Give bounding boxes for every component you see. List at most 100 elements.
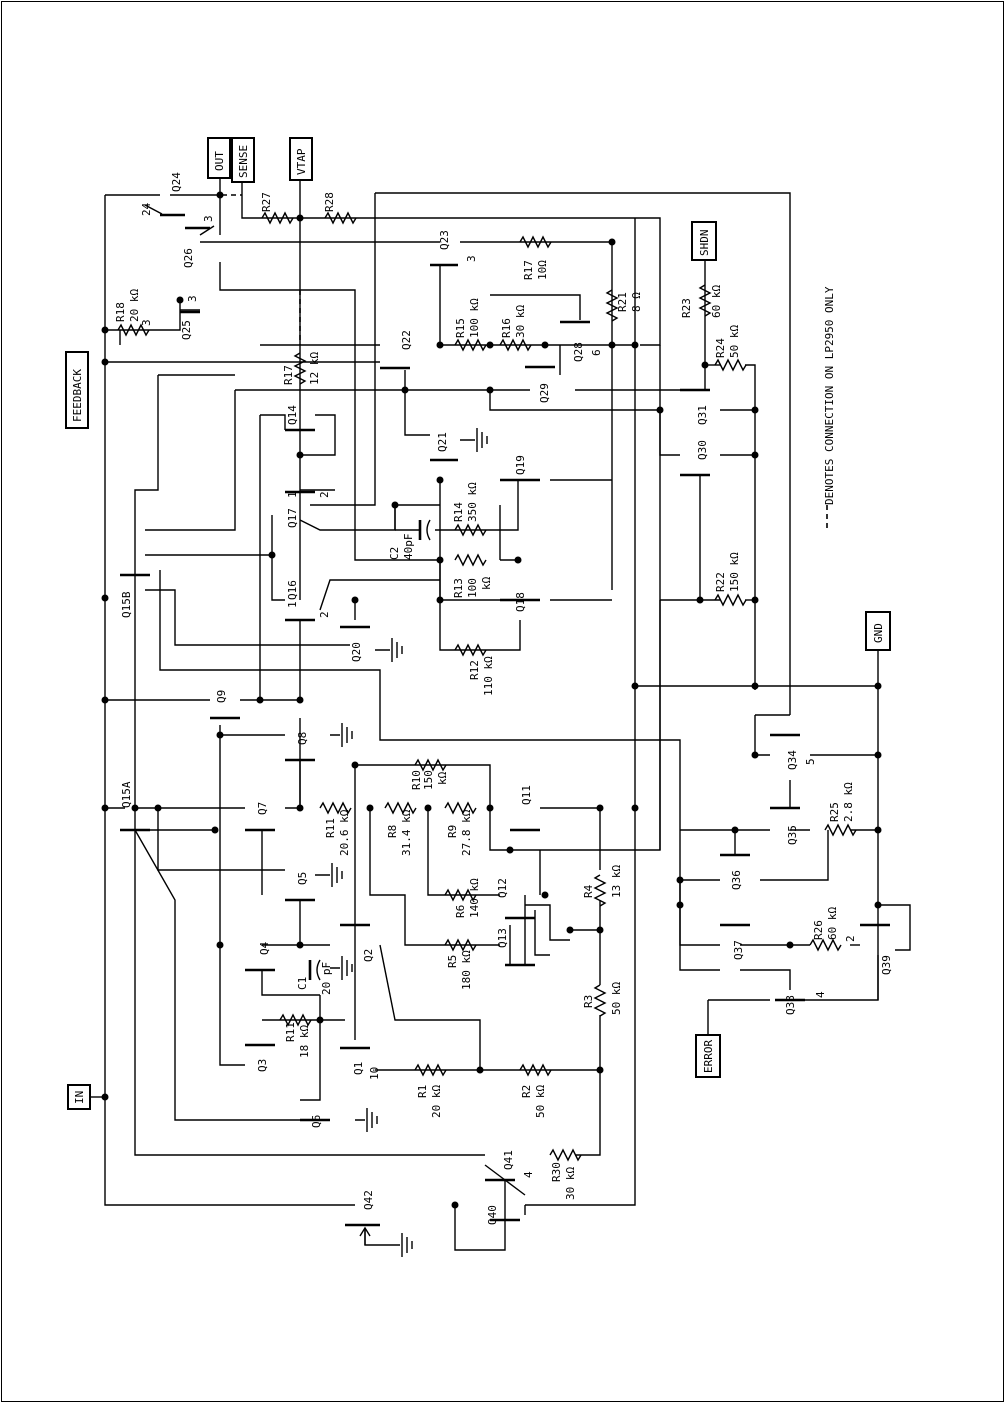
terminal-gnd: GND [865, 611, 891, 651]
svg-text:SENSE: SENSE [237, 145, 250, 178]
label-r24: R24 [714, 338, 727, 358]
label-r4-val: 13 kΩ [610, 865, 623, 898]
label-r26: R26 [812, 920, 825, 940]
label-r3-val: 50 kΩ [610, 982, 623, 1015]
label-ratio-1b: 1 [286, 601, 299, 608]
label-r10: R10 [410, 770, 423, 790]
label-r17a: R17 [282, 365, 295, 385]
label-q13: Q13 [496, 928, 509, 948]
label-r11b: R11 [284, 1022, 297, 1042]
label-ratio-1a: 1 [286, 491, 299, 498]
label-r4: R4 [582, 884, 595, 898]
terminal-shdn: SHDN [691, 221, 717, 261]
label-q2: Q2 [362, 949, 375, 962]
label-r14: R14 [452, 502, 465, 522]
terminal-feedback: FEEDBACK [65, 351, 89, 429]
label-q28: Q28 [572, 342, 585, 362]
terminal-vtap: VTAP [289, 137, 313, 181]
label-q4: Q4 [258, 941, 271, 955]
ground-symbols [315, 428, 488, 1257]
label-ratio-2c: 2 [844, 935, 857, 942]
label-r11a: R11 [324, 818, 337, 838]
terminal-in: IN [67, 1084, 91, 1110]
label-q14: Q14 [286, 405, 299, 425]
legend-note: DENOTES CONNECTION ON LP2950 ONLY [823, 286, 836, 505]
label-r6-val: 140 kΩ [468, 878, 481, 918]
transistor-labels: Q24 Q26 Q25 Q23 Q22 Q28 Q29 Q31 Q30 Q21 … [120, 172, 893, 1225]
label-r12: R12 [468, 660, 481, 680]
label-ratio-10: 10 [368, 1067, 381, 1080]
svg-text:VTAP: VTAP [295, 148, 308, 175]
label-r3: R3 [582, 995, 595, 1008]
label-r5: R5 [446, 955, 459, 968]
svg-text:GND: GND [872, 623, 885, 643]
label-r28: R28 [323, 192, 336, 212]
label-r9-val: 27.8 kΩ [460, 809, 473, 856]
label-ratio-3b: 3 [186, 295, 199, 302]
label-r2-val: 50 kΩ [534, 1085, 547, 1118]
label-r13-unit: kΩ [480, 576, 493, 590]
label-r14-val: 350 kΩ [466, 482, 479, 522]
label-q21: Q21 [436, 432, 449, 452]
label-c2-val: 40pF [402, 534, 415, 561]
svg-text:FEEDBACK: FEEDBACK [71, 369, 84, 422]
label-r11b-val: 18 kΩ [298, 1025, 311, 1058]
label-ratio-3d: 3 [465, 255, 478, 262]
component-value-labels: R27 R28 R17 10Ω R21 8 Ω R15 100 kΩ R16 3… [114, 192, 855, 1200]
label-ratio-3a: 3 [202, 215, 215, 222]
junction-dots [101, 191, 882, 1209]
terminal-out: OUT [207, 137, 231, 179]
label-r13-val: 100 [466, 578, 479, 598]
label-r13: R13 [452, 578, 465, 598]
svg-text:ERROR: ERROR [702, 1040, 715, 1073]
label-r12-val: 110 kΩ [482, 656, 495, 696]
label-q20: Q20 [350, 642, 363, 662]
label-r15: R15 [454, 318, 467, 338]
label-ratio-5: 5 [804, 758, 817, 765]
label-r21: R21 [616, 292, 629, 312]
label-r6: R6 [454, 905, 467, 918]
label-r21-val: 8 Ω [630, 292, 643, 312]
label-q8: Q8 [296, 732, 309, 745]
label-q31: Q31 [696, 405, 709, 425]
label-q38: Q38 [784, 995, 797, 1015]
label-r15-val: 100 kΩ [468, 298, 481, 338]
svg-text:SHDN: SHDN [698, 230, 711, 257]
label-ratio-4b: 4 [814, 991, 827, 998]
label-c2: C2 [388, 547, 401, 560]
label-r17a-val: 12 kΩ [308, 352, 321, 385]
label-q23: Q23 [438, 230, 451, 250]
transistor-symbols [120, 204, 890, 1245]
label-q26: Q26 [182, 248, 195, 268]
label-q15a: Q15A [120, 781, 133, 808]
label-q41: Q41 [502, 1150, 515, 1170]
label-r8: R8 [386, 825, 399, 838]
label-r11a-val: 20.6 kΩ [338, 809, 351, 856]
label-q11: Q11 [520, 785, 533, 805]
label-q12: Q12 [496, 878, 509, 898]
label-r25-val: 2.8 kΩ [842, 782, 855, 822]
label-r5-val: 180 kΩ [460, 950, 473, 990]
label-q17: Q17 [286, 508, 299, 528]
label-q1: Q1 [352, 1062, 365, 1075]
emitter-ratio-labels: 24 3 3 3 3 6 1 2 1 2 10 4 5 2 4 [140, 202, 857, 1178]
label-q16: Q16 [286, 580, 299, 600]
label-r30-val: 30 kΩ [564, 1167, 577, 1200]
label-q42: Q42 [362, 1190, 375, 1210]
label-q29: Q29 [538, 383, 551, 403]
label-q37: Q37 [732, 940, 745, 960]
svg-text:OUT: OUT [213, 151, 226, 171]
label-r26-val: 60 kΩ [826, 907, 839, 940]
label-q30: Q30 [696, 440, 709, 460]
label-q6: Q6 [310, 1115, 323, 1128]
label-q34: Q34 [786, 750, 799, 770]
label-ratio-2b: 2 [318, 611, 331, 618]
label-ratio-2a: 2 [318, 491, 331, 498]
label-q24: Q24 [170, 172, 183, 192]
label-r10-val: 150 [422, 770, 435, 790]
label-ratio-24: 24 [140, 202, 153, 216]
label-r10-unit: kΩ [436, 771, 449, 785]
label-r23: R23 [680, 298, 693, 318]
label-r1-val: 20 kΩ [430, 1085, 443, 1118]
label-r17b: R17 [522, 260, 535, 280]
